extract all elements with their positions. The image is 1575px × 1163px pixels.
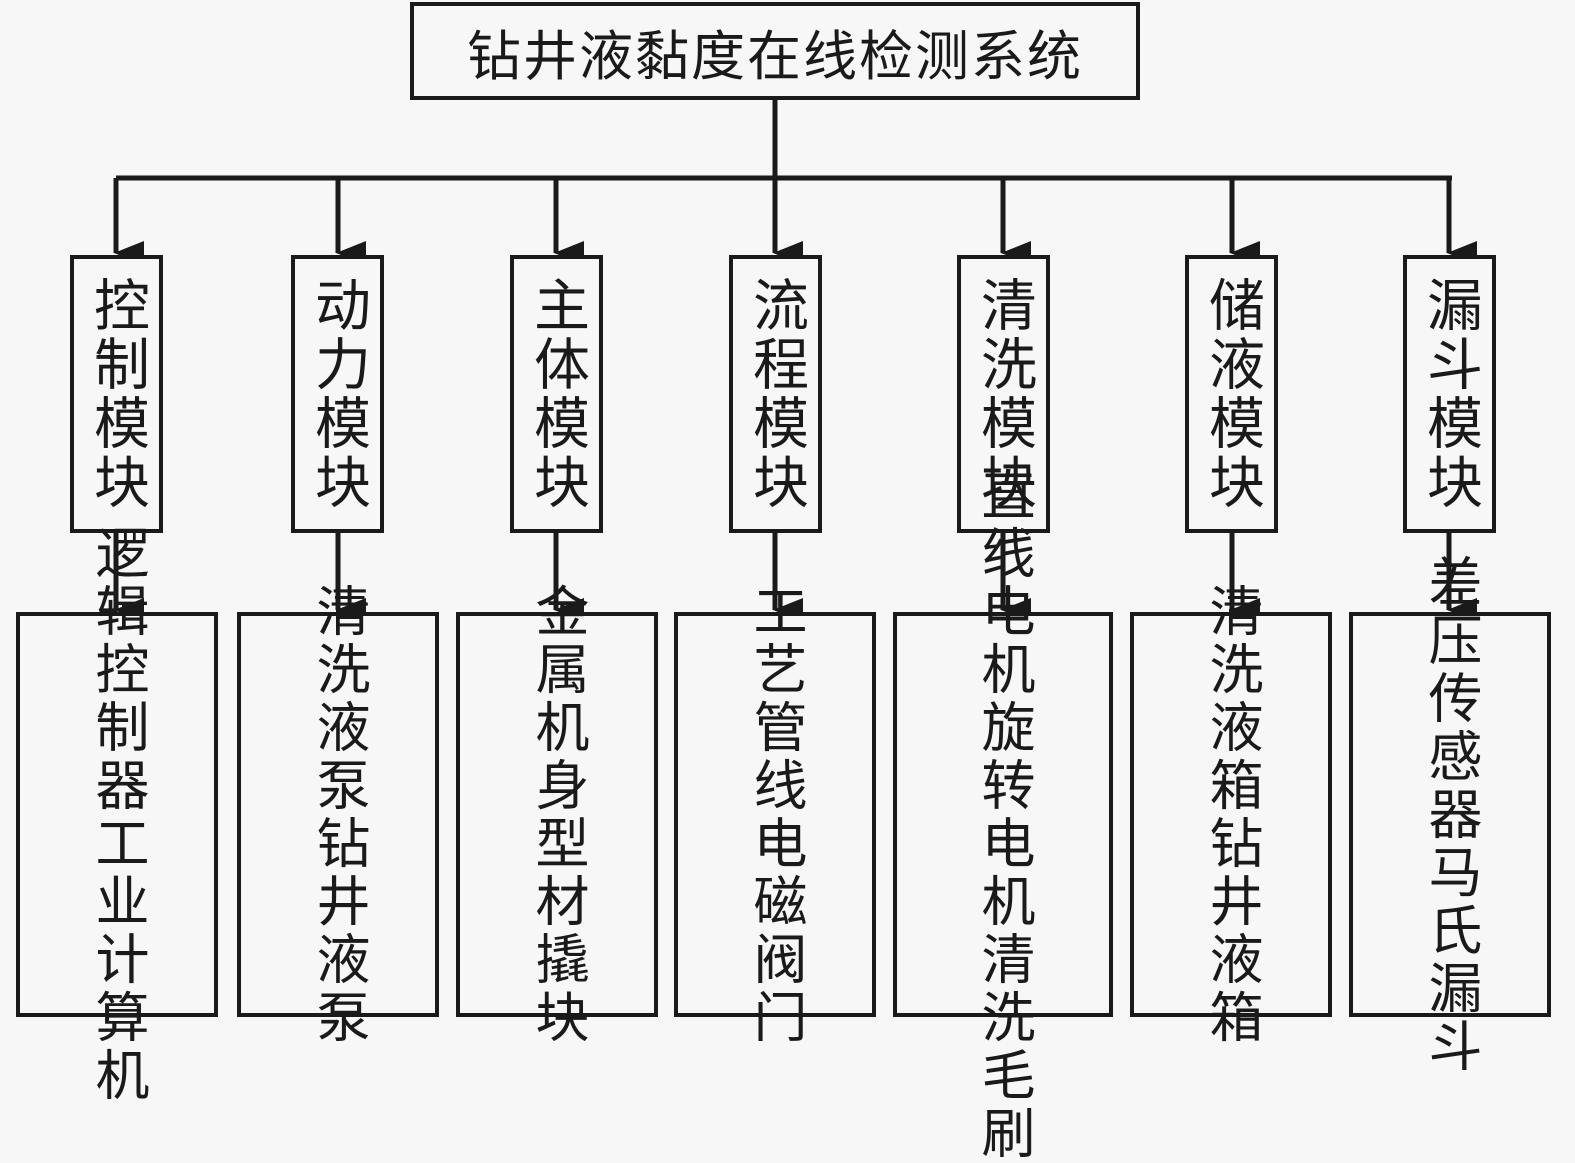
component-item: 清洗液箱: [1200, 582, 1263, 815]
component-box-funnel: 差压传感器 马氏漏斗: [1349, 554, 1551, 1076]
module-box-main-body: 主体模块: [510, 255, 603, 533]
component-item: 逻辑控制器: [86, 524, 149, 815]
component-item: 旋转电机: [972, 698, 1035, 931]
component-item: 直线电机: [972, 466, 1035, 699]
module-box-storage: 储液模块: [1185, 255, 1278, 533]
component-item: 钻井液泵: [307, 814, 370, 1047]
system-title: 钻井液黏度在线检测系统: [467, 24, 1083, 88]
module-label: 漏斗模块: [1417, 276, 1483, 512]
component-item: 电磁阀门: [744, 814, 807, 1047]
component-item: 钻井液箱: [1200, 814, 1263, 1047]
module-box-control: 控制模块: [70, 255, 163, 533]
module-label: 主体模块: [524, 276, 590, 512]
component-box-cleaning: 直线电机 旋转电机 清洗毛刷: [893, 467, 1113, 1163]
component-box-main-body: 金属机身 型材撬块: [456, 583, 658, 1047]
module-label: 动力模块: [305, 276, 371, 512]
component-item: 型材撬块: [526, 814, 589, 1047]
component-box-process: 工艺管线 电磁阀门: [674, 583, 876, 1047]
module-label: 储液模块: [1199, 276, 1265, 512]
branch-arrows: [113, 178, 1477, 622]
system-diagram: 钻井液黏度在线检测系统 控制模块 动力模块 主体模块 流程模块 清洗模块 储液模…: [16, 2, 1551, 1163]
component-item: 差压传感器: [1419, 553, 1482, 844]
component-item: 清洗毛刷: [972, 930, 1035, 1163]
component-box-power: 清洗液泵 钻井液泵: [237, 583, 439, 1047]
module-box-cleaning: 清洗模块: [957, 255, 1050, 533]
system-title-box: 钻井液黏度在线检测系统: [410, 2, 1140, 100]
component-box-control: 逻辑控制器 工业计算机: [16, 525, 218, 1105]
module-box-funnel: 漏斗模块: [1403, 255, 1496, 533]
component-item: 金属机身: [526, 582, 589, 815]
module-box-power: 动力模块: [291, 255, 384, 533]
component-item: 清洗液泵: [307, 582, 370, 815]
module-label: 控制模块: [84, 276, 150, 512]
component-item: 工艺管线: [744, 582, 807, 815]
component-box-storage: 清洗液箱 钻井液箱: [1130, 583, 1332, 1047]
connector-lines: [113, 100, 1477, 622]
module-label: 流程模块: [743, 276, 809, 512]
module-box-process: 流程模块: [729, 255, 822, 533]
component-item: 工业计算机: [86, 814, 149, 1105]
component-item: 马氏漏斗: [1419, 843, 1482, 1076]
module-label: 清洗模块: [971, 276, 1037, 512]
